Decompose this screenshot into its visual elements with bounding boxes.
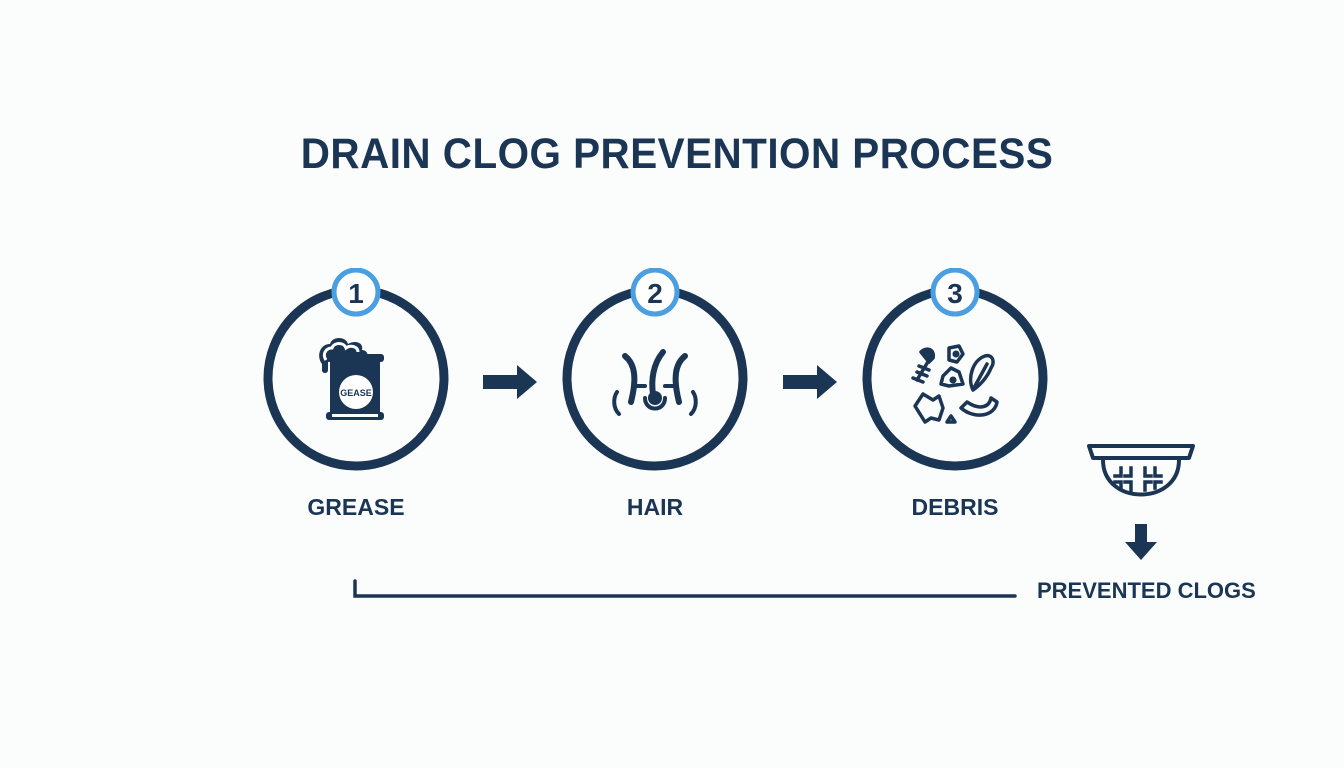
svg-text:2: 2 bbox=[647, 278, 663, 309]
step-debris: 3 bbox=[855, 268, 1055, 478]
grease-can-icon: GEASE bbox=[319, 338, 384, 420]
step-circle: 2 bbox=[562, 268, 748, 471]
step-label-hair: HAIR bbox=[626, 494, 684, 520]
arrow-right-icon bbox=[783, 365, 837, 399]
hair-follicle-icon bbox=[612, 349, 698, 416]
process-bracket-line bbox=[353, 579, 1017, 598]
step-hair: 2 bbox=[555, 268, 755, 478]
step-circle: 3 bbox=[862, 268, 1048, 471]
arrow-right-icon bbox=[483, 365, 537, 399]
drain-strainer-icon bbox=[1087, 444, 1195, 560]
step-label-grease: GREASE bbox=[307, 494, 405, 520]
step-grease: 1 GEASE bbox=[256, 268, 456, 478]
svg-text:GEASE: GEASE bbox=[340, 388, 372, 398]
diagram-title: DRAIN CLOG PREVENTION PROCESS bbox=[300, 130, 1054, 178]
food-debris-icon bbox=[911, 344, 999, 424]
step-circle: 1 GEASE bbox=[263, 268, 449, 471]
step-label-debris: DEBRIS bbox=[911, 494, 999, 520]
svg-text:1: 1 bbox=[348, 278, 364, 309]
result-label: PREVENTED CLOGS bbox=[1037, 578, 1256, 603]
arrow-down-icon bbox=[1125, 524, 1157, 560]
svg-text:3: 3 bbox=[947, 278, 963, 309]
